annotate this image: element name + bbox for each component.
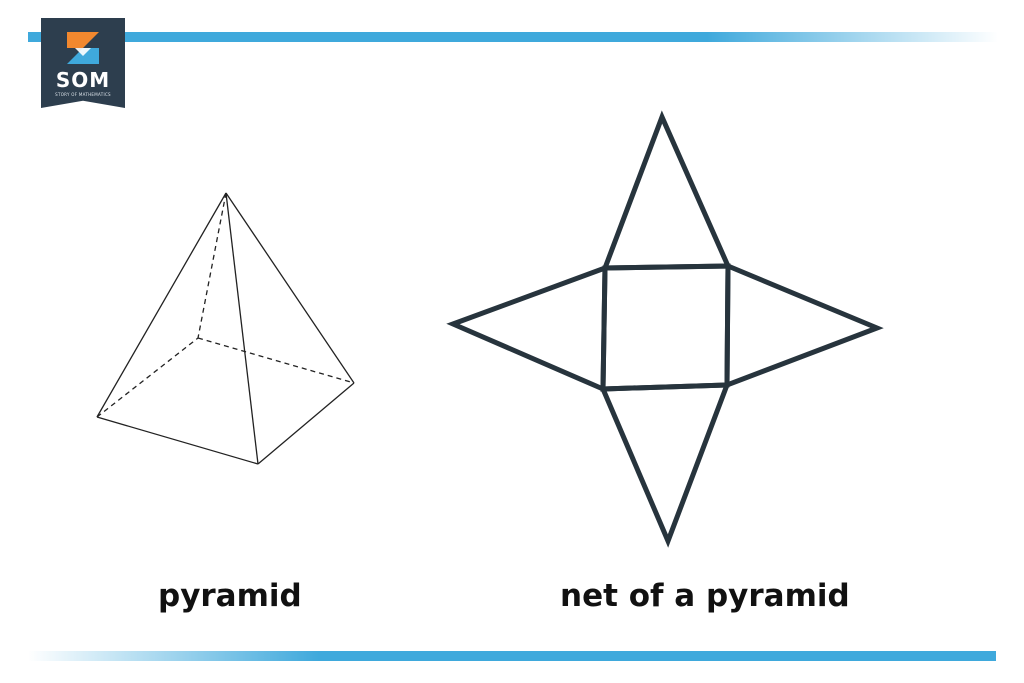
pyramid-hidden-base-edge [96,337,199,418]
som-logo-icon [67,32,99,64]
pyramid-hidden-base-edge [197,337,355,384]
net-square-base [600,263,731,392]
pyramid-hidden-edge [197,192,227,339]
net-triangle-right [724,262,884,389]
logo-subtitle: STORY OF MATHEMATICS [55,92,111,97]
pyramid-figure [96,192,355,465]
pyramid-edge [225,192,259,465]
pyramid-edge [225,192,355,384]
logo-text: SOM [55,68,111,92]
pyramid-base-edge [257,382,355,465]
top-accent-bar [28,32,998,42]
net-triangle-left [446,264,608,393]
pyramid-caption: pyramid [158,578,302,614]
pyramid-edge [96,192,227,418]
net-triangle-top [601,110,732,271]
som-logo: SOM STORY OF MATHEMATICS [41,18,125,108]
bottom-accent-bar [28,651,996,661]
pyramid-net-figure [446,110,884,548]
net-caption: net of a pyramid [560,578,850,614]
net-triangle-bottom [599,382,731,548]
pyramid-base-edge [96,416,259,465]
